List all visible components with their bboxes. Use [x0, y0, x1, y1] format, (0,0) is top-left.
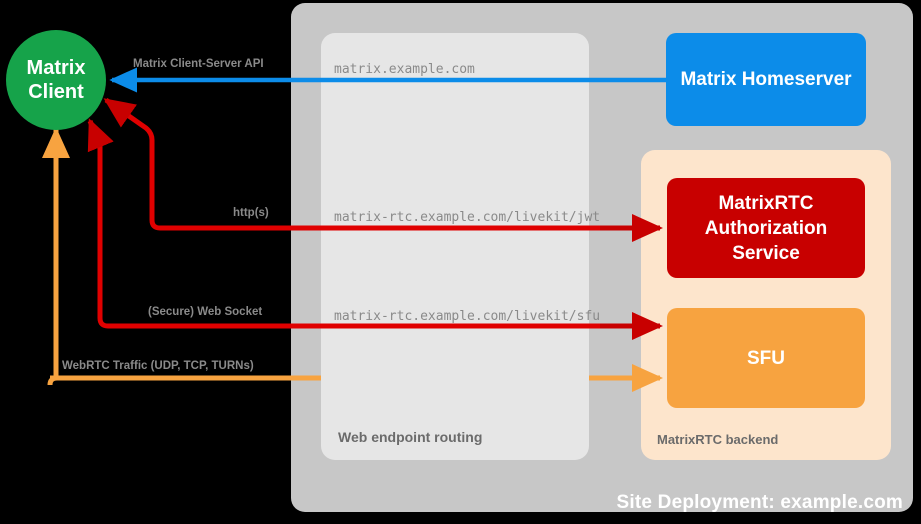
node-matrix-homeserver[interactable]: Matrix Homeserver [666, 33, 866, 126]
edge-http-s [103, 97, 664, 242]
sfu-label: SFU [747, 347, 785, 369]
auth-label-line3: Service [732, 242, 800, 264]
edge-label-matrix-client-server-api: Matrix Client-Server API [133, 58, 264, 70]
endpoint-url-matrix: matrix.example.com [334, 62, 475, 77]
node-matrix-client[interactable]: Matrix Client [6, 30, 106, 130]
edge-webrtc-traffic [41, 126, 664, 392]
client-label-line1: Matrix [26, 57, 86, 79]
node-matrixrtc-authorization-service[interactable]: MatrixRTC Authorization Service [667, 178, 865, 278]
homeserver-label: Matrix Homeserver [680, 69, 852, 90]
edge-label-secure-web-socket: (Secure) Web Socket [148, 306, 263, 318]
routing-container-label: Web endpoint routing [338, 429, 483, 445]
auth-label-line2: Authorization [704, 217, 828, 239]
backend-container-label: MatrixRTC backend [657, 432, 779, 447]
edge-webrtc-traffic-corner [47, 375, 58, 386]
endpoint-url-livekit-sfu: matrix-rtc.example.com/livekit/sfu [334, 309, 601, 324]
edge-label-webrtc-traffic: WebRTC Traffic (UDP, TCP, TURNs) [62, 360, 254, 372]
edge-secure-web-socket [87, 118, 664, 340]
web-endpoint-routing-container: Web endpoint routing [321, 33, 589, 460]
node-sfu[interactable]: SFU [667, 308, 865, 408]
endpoint-url-livekit-jwt: matrix-rtc.example.com/livekit/jwt [334, 210, 601, 225]
auth-label-line1: MatrixRTC [718, 192, 814, 214]
edge-label-http-s: http(s) [233, 207, 269, 219]
client-label-line2: Client [28, 81, 84, 103]
site-deployment-title: Site Deployment: example.com [616, 492, 903, 513]
